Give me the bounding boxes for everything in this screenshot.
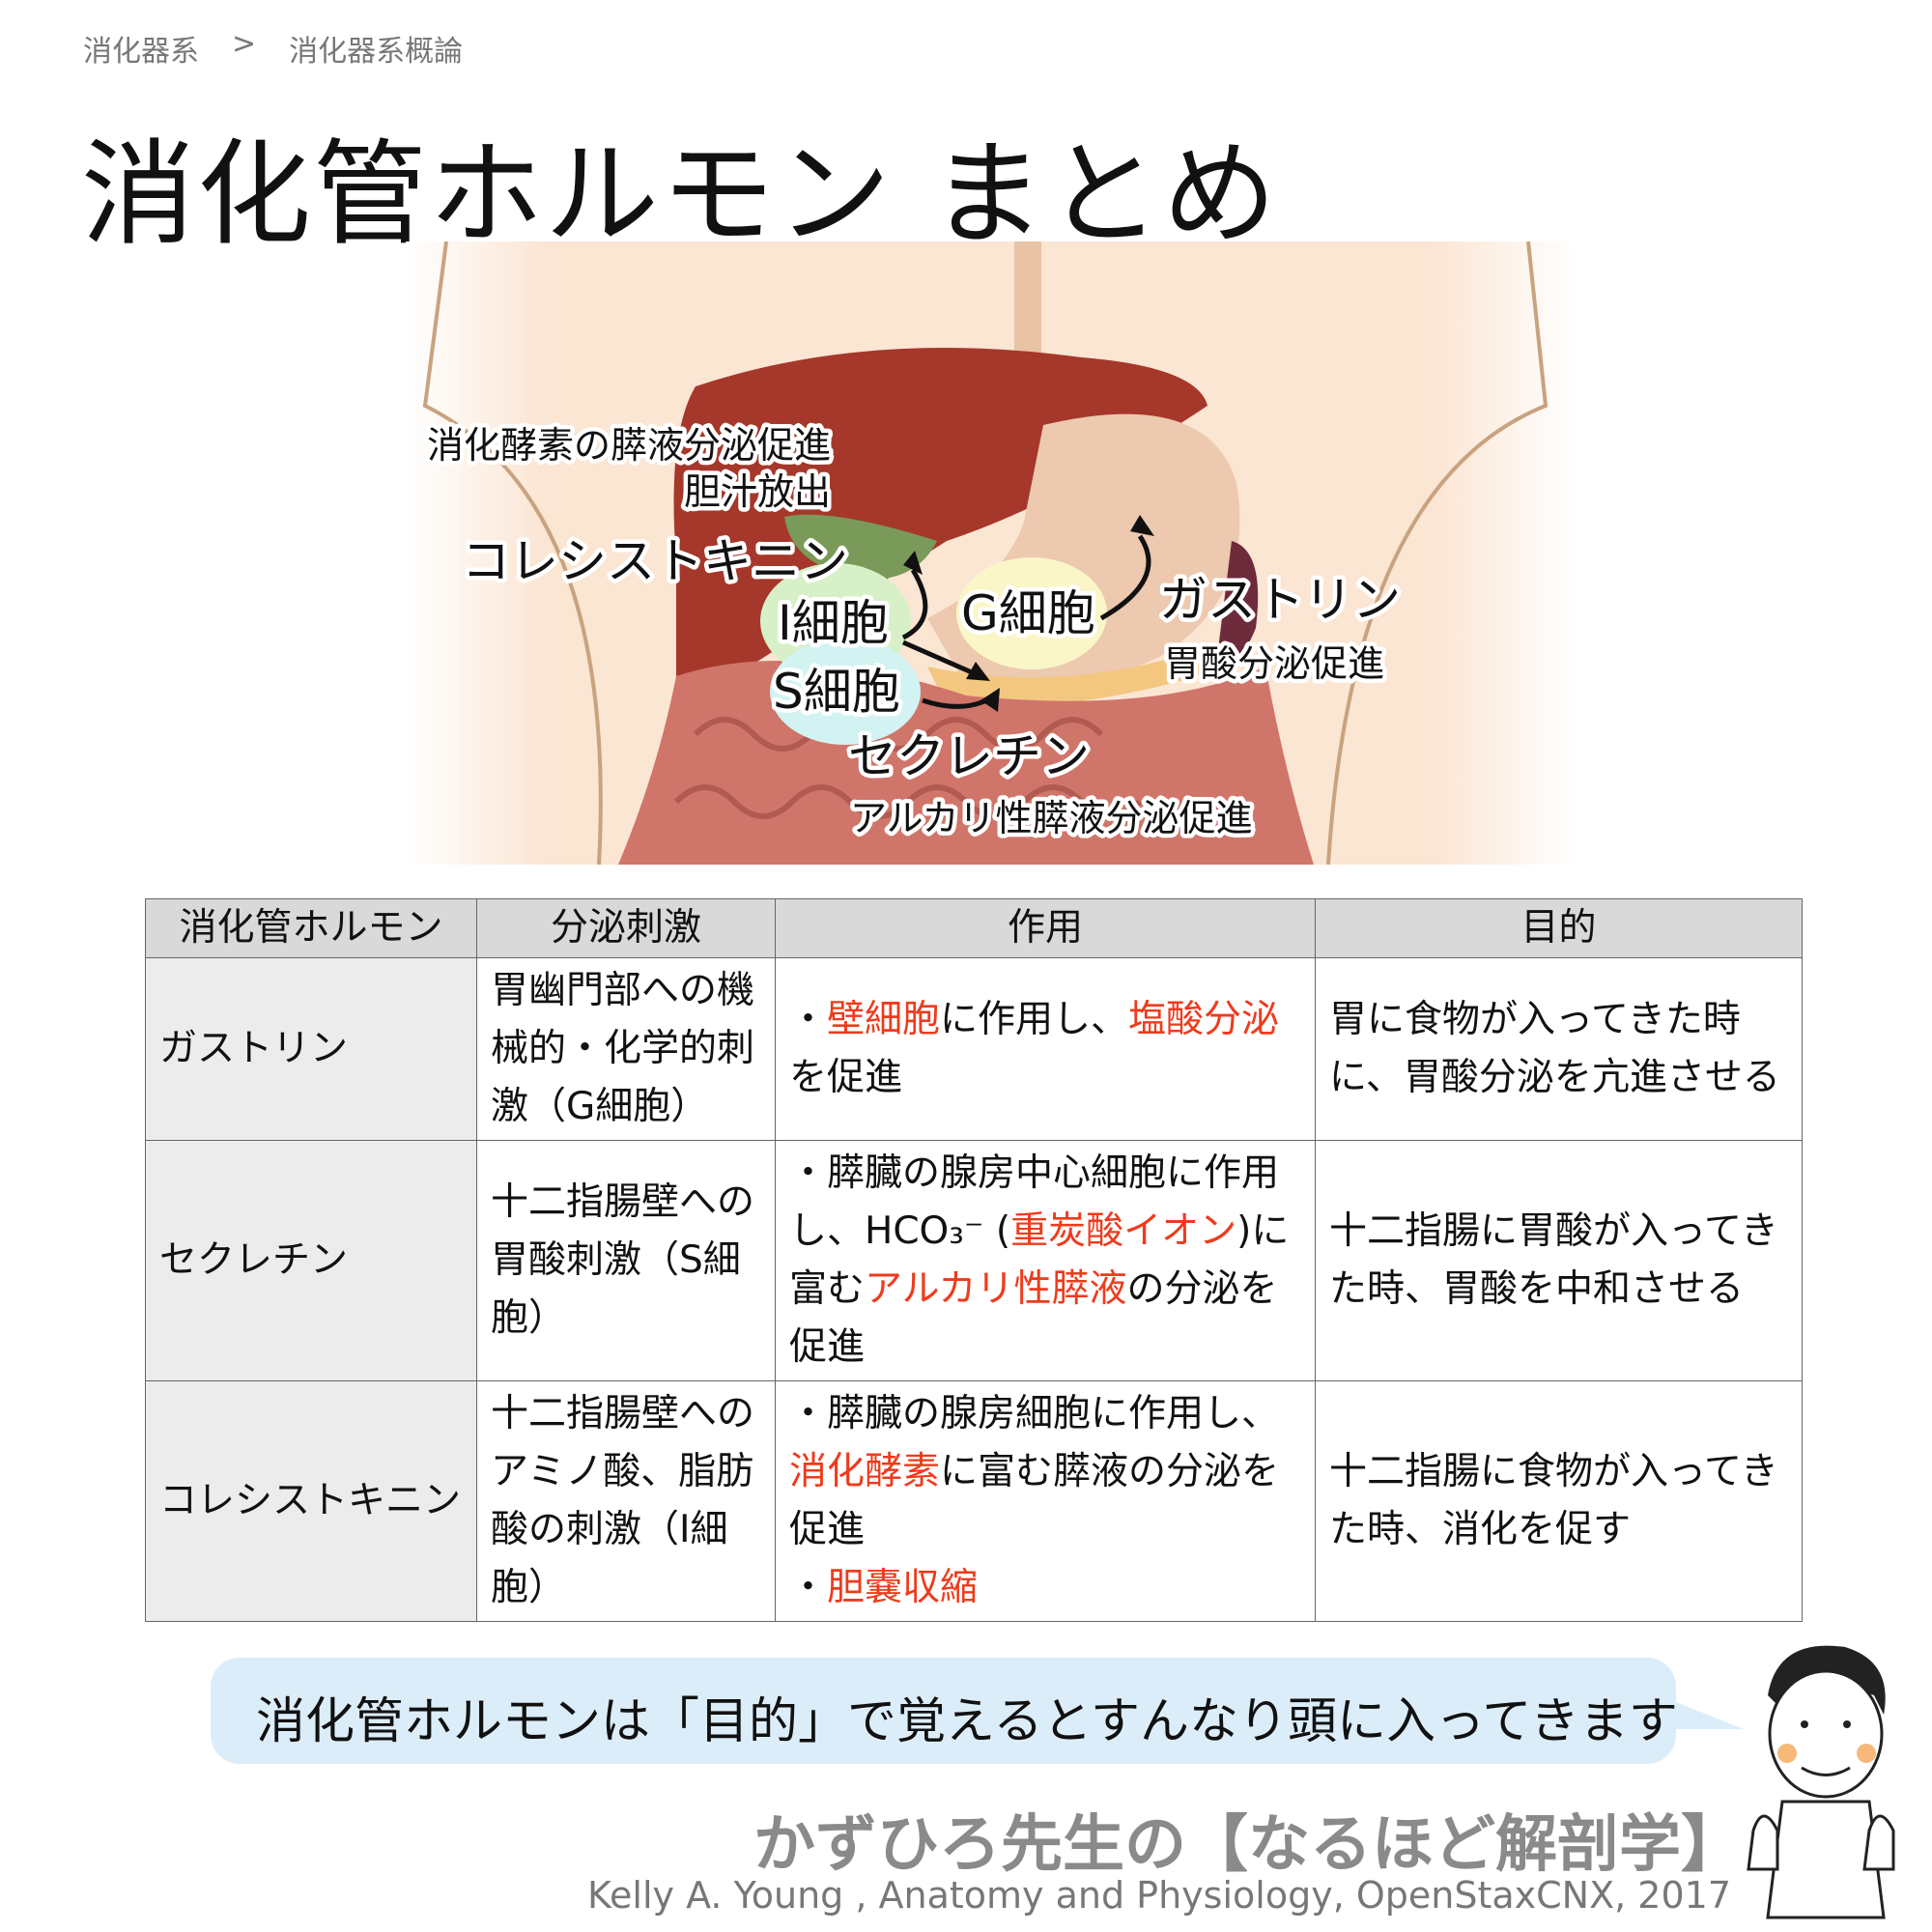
- bullet: ・: [789, 1392, 828, 1435]
- breadcrumb-separator: >: [232, 27, 257, 61]
- torso-skin: [406, 242, 1575, 865]
- header-action: 作用: [775, 898, 1316, 958]
- action-text: を促進: [789, 1056, 903, 1099]
- highlight-text: 消化酵素: [789, 1450, 941, 1493]
- intestines: [618, 661, 1314, 865]
- header-hormone: 消化管ホルモン: [145, 898, 477, 958]
- action-line: ・膵臓の腺房細胞に作用し、消化酵素に富む膵液の分泌を促進: [789, 1385, 1301, 1559]
- esophagus: [1014, 242, 1041, 435]
- arrow-head: [903, 551, 923, 575]
- intestine-folds: [673, 717, 1143, 819]
- gastrin-effect-label: 胃酸分泌促進: [1164, 642, 1384, 685]
- page-title: 消化管ホルモン まとめ: [81, 128, 1279, 261]
- speech-bubble-text: 消化管ホルモンは「目的」で覚えるとすんなり頭に入ってきます: [256, 1693, 1678, 1750]
- breadcrumb-current[interactable]: 消化器系概論: [289, 35, 464, 69]
- s-cell-bubble: [770, 639, 921, 745]
- stimulus-cell: 十二指腸壁へのアミノ酸、脂肪酸の刺激（I細胞）: [476, 1380, 776, 1622]
- action-text: に作用し、: [940, 998, 1129, 1041]
- stimulus-cell: 胃幽門部への機械的・化学的刺激（G細胞）: [476, 957, 776, 1141]
- action-text: 膵臓の腺房中心細胞に作用し、HCO₃⁻ (: [789, 1151, 1280, 1253]
- highlight-text: アルカリ性膵液: [865, 1267, 1127, 1311]
- torso-outline: [422, 241, 1548, 866]
- bullet: ・: [789, 998, 828, 1041]
- stimulus-cell: 十二指腸壁への胃酸刺激（S細胞）: [476, 1140, 776, 1381]
- header-stimulus: 分泌刺激: [476, 898, 776, 958]
- breadcrumb: 消化器系 > 消化器系概論: [83, 27, 463, 70]
- gallbladder: [784, 514, 937, 580]
- purpose-cell: 胃に食物が入ってきた時に、胃酸分泌を亢進させる: [1315, 957, 1803, 1141]
- secretin-effect-label: アルカリ性膵液分泌促進: [850, 797, 1252, 839]
- action-line: ・胆嚢収縮: [789, 1559, 1301, 1617]
- s-cell-label: S細胞: [773, 664, 900, 720]
- purpose-cell: 十二指腸に胃酸が入ってきた時、胃酸を中和させる: [1315, 1140, 1803, 1381]
- arrow-head: [966, 662, 990, 681]
- image-credit: Kelly A. Young , Anatomy and Physiology,…: [587, 1874, 1731, 1917]
- highlight-text: 塩酸分泌: [1128, 998, 1280, 1041]
- action-text: に富む膵液の分泌を促進: [789, 1450, 1280, 1551]
- cck-effect-label-2: 胆汁放出: [684, 470, 831, 513]
- liver: [673, 348, 1208, 763]
- table-row: コレシストキニン 十二指腸壁へのアミノ酸、脂肪酸の刺激（I細胞） ・膵臓の腺房細…: [145, 1380, 1803, 1622]
- spleen: [1217, 541, 1259, 663]
- arrow-to-gallbladder: [901, 568, 928, 640]
- highlight-text: 重炭酸イオン: [1010, 1209, 1237, 1253]
- table-row: セクレチン 十二指腸壁への胃酸刺激（S細胞） ・膵臓の腺房中心細胞に作用し、HC…: [145, 1140, 1803, 1381]
- arrow-to-stomach: [1099, 534, 1151, 621]
- breadcrumb-parent[interactable]: 消化器系: [83, 35, 199, 69]
- hormone-name: ガストリン: [145, 957, 477, 1141]
- highlight-text: 壁細胞: [827, 998, 941, 1041]
- hormone-name: セクレチン: [145, 1140, 477, 1381]
- gi-hormone-table: 消化管ホルモン 分泌刺激 作用 目的 ガストリン 胃幽門部への機械的・化学的刺激…: [145, 898, 1803, 1622]
- cck-label: コレシストキニン: [462, 533, 848, 589]
- highlight-text: 胆嚢収縮: [827, 1566, 979, 1609]
- brand-title: かずひろ先生の【なるほど解剖学】: [753, 1809, 1743, 1881]
- bullet: ・: [789, 1566, 828, 1609]
- stomach: [927, 413, 1240, 688]
- arrow-head: [980, 688, 1000, 712]
- hormone-name: コレシストキニン: [145, 1380, 477, 1622]
- table-row: ガストリン 胃幽門部への機械的・化学的刺激（G細胞） ・壁細胞に作用し、塩酸分泌…: [145, 957, 1803, 1141]
- action-text: 膵臓の腺房細胞に作用し、: [827, 1392, 1280, 1435]
- speech-bubble-tail: [1671, 1700, 1744, 1729]
- g-cell-bubble: [956, 557, 1107, 669]
- arrow-to-pancreas-i: [901, 639, 982, 679]
- speech-bubble: [211, 1658, 1676, 1764]
- i-cell-bubble: [760, 563, 911, 679]
- action-cell: ・膵臓の腺房中心細胞に作用し、HCO₃⁻ (重炭酸イオン)に富むアルカリ性膵液の…: [775, 1140, 1316, 1381]
- arrow-to-pancreas-s: [922, 693, 997, 709]
- action-cell: ・膵臓の腺房細胞に作用し、消化酵素に富む膵液の分泌を促進・胆嚢収縮: [775, 1380, 1316, 1622]
- gastrin-label: ガストリン: [1159, 572, 1401, 628]
- i-cell-label: I細胞: [778, 595, 889, 651]
- doctor-cartoon-avatar: [1747, 1645, 1895, 1919]
- table-header-row: 消化管ホルモン 分泌刺激 作用 目的: [145, 898, 1803, 958]
- bullet: ・: [789, 1151, 828, 1195]
- arrow-head: [1130, 515, 1154, 536]
- cck-effect-label-1: 消化酵素の膵液分泌促進: [427, 424, 831, 467]
- action-text: )に富む: [789, 1209, 1290, 1311]
- purpose-cell: 十二指腸に食物が入ってきた時、消化を促す: [1315, 1380, 1803, 1622]
- action-cell: ・壁細胞に作用し、塩酸分泌を促進: [775, 957, 1316, 1141]
- g-cell-label: G細胞: [961, 585, 1095, 641]
- header-purpose: 目的: [1315, 898, 1803, 958]
- pancreas: [927, 647, 1208, 707]
- action-text: の分泌を促進: [789, 1267, 1278, 1369]
- secretin-label: セクレチン: [848, 728, 1090, 784]
